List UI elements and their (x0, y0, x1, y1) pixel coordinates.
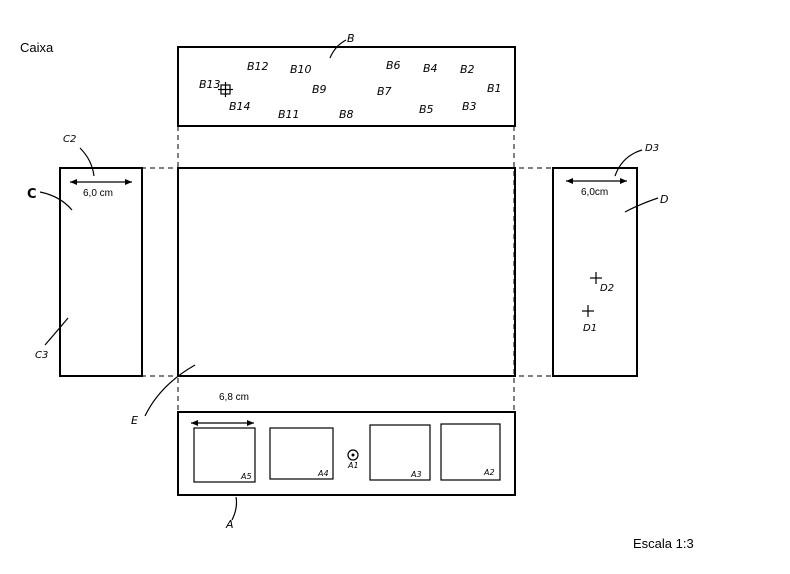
marker-c3: C3 (35, 350, 48, 361)
a1-target-icon (347, 449, 359, 461)
marker-b10: B10 (290, 63, 312, 76)
panel-d (552, 167, 638, 377)
a-dimension-label: 6,8 cm (219, 392, 249, 403)
marker-d1: D1 (583, 323, 597, 334)
panel-a-leader (231, 496, 238, 521)
c2-leader (79, 147, 95, 177)
panel-a-label: A (225, 518, 234, 531)
marker-b2: B2 (460, 63, 475, 76)
c-dimension-arrow-right-icon (125, 179, 132, 185)
d-dimension-arrow-left-icon (566, 178, 573, 184)
c3-leader (44, 317, 69, 346)
marker-b5: B5 (419, 103, 434, 116)
panel-e (177, 167, 516, 377)
panel-a (177, 411, 516, 496)
d2-cross-icon (590, 272, 602, 284)
marker-a3: A3 (410, 470, 422, 479)
drawing-title: Caixa (20, 40, 54, 55)
marker-b9: B9 (312, 83, 327, 96)
marker-b7: B7 (377, 85, 392, 98)
marker-b12: B12 (247, 60, 269, 73)
marker-a4: A4 (317, 469, 329, 478)
panel-e-leader (144, 364, 196, 417)
marker-b11: B11 (278, 108, 300, 121)
d-dimension-arrow-right-icon (620, 178, 627, 184)
d1-cross-icon (582, 305, 594, 317)
marker-b4: B4 (423, 62, 438, 75)
panel-d-label: D (660, 193, 668, 206)
panel-b-leader (329, 39, 347, 59)
scale-label: Escala 1:3 (633, 536, 694, 551)
d-dimension-label: 6,0cm (581, 187, 608, 198)
panel-c-label: C (27, 187, 37, 202)
a-dimension-arrow-right-icon (247, 420, 254, 426)
window-a3 (369, 424, 431, 481)
marker-a2: A2 (483, 468, 495, 477)
marker-b14: B14 (229, 100, 251, 113)
marker-b1: B1 (487, 82, 502, 95)
window-a2 (440, 423, 501, 481)
panel-b (177, 46, 516, 127)
marker-d3: D3 (645, 143, 659, 154)
marker-b6: B6 (386, 59, 401, 72)
c-dimension-label: 6,0 cm (83, 188, 113, 199)
panel-e-label: E (131, 414, 138, 427)
panel-c (59, 167, 143, 377)
marker-a1: A1 (347, 461, 359, 470)
marker-c2: C2 (63, 134, 76, 145)
window-a5 (193, 427, 256, 483)
marker-d2: D2 (600, 283, 614, 294)
c-dimension-arrow-left-icon (70, 179, 77, 185)
panel-b-label: B (347, 32, 355, 45)
window-a4 (269, 427, 334, 480)
d3-leader (614, 149, 643, 177)
marker-b8: B8 (339, 108, 354, 121)
panel-c-leader (39, 191, 73, 211)
marker-a5: A5 (240, 472, 252, 481)
cross-square-icon (218, 82, 233, 97)
panel-d-leader (624, 197, 659, 213)
marker-b13: B13 (199, 78, 221, 91)
a-dimension-arrow-left-icon (191, 420, 198, 426)
marker-b3: B3 (462, 100, 477, 113)
